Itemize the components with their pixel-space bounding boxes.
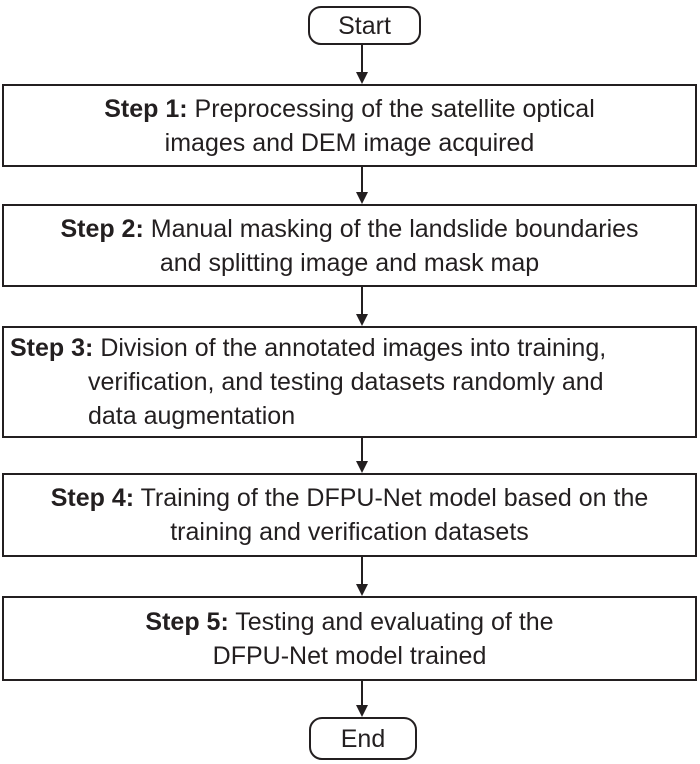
step-3-line-1: Step 3: Division of the annotated images… <box>4 331 695 365</box>
step-1-line-1: Step 1: Preprocessing of the satellite o… <box>4 92 695 126</box>
arrow-head-icon <box>355 314 368 326</box>
step-4-line-2: training and verification datasets <box>170 518 529 546</box>
end-node: End <box>309 717 417 760</box>
arrow-shaft <box>360 287 364 315</box>
step-2-line-1: Step 2: Manual masking of the landslide … <box>4 212 695 246</box>
step-1-text-1: Preprocessing of the satellite optical <box>194 94 595 123</box>
start-node: Start <box>308 6 421 45</box>
step-3-box: Step 3: Division of the annotated images… <box>2 326 697 438</box>
step-2-text-1: Manual masking of the landslide boundari… <box>150 214 639 243</box>
arrow-head-icon <box>355 705 368 717</box>
step-5-text-1: Testing and evaluating of the <box>235 607 554 636</box>
step-1-line-2: images and DEM image acquired <box>164 128 535 157</box>
arrow-shaft <box>360 167 364 193</box>
arrow-shaft <box>360 438 364 462</box>
step-2-box: Step 2: Manual masking of the landslide … <box>2 204 697 287</box>
step-5-line-1: Step 5: Testing and evaluating of the <box>4 605 695 639</box>
arrow-head-icon <box>355 72 368 84</box>
step-4-line-1: Step 4: Training of the DFPU-Net model b… <box>4 481 695 515</box>
step-5-line-2: DFPU-Net model trained <box>212 641 487 670</box>
arrow-shaft <box>360 45 364 73</box>
arrow-head-icon <box>355 461 368 473</box>
flow-arrow-5 <box>355 557 369 596</box>
step-3-line-2: verification, and testing datasets rando… <box>88 368 604 396</box>
end-label: End <box>340 724 386 753</box>
step-3-label: Step 3: <box>10 334 94 362</box>
flow-arrow-3 <box>355 287 369 326</box>
arrow-shaft <box>360 681 364 706</box>
step-3-line-3: data augmentation <box>88 402 296 430</box>
arrow-shaft <box>360 557 364 585</box>
start-label: Start <box>338 11 391 40</box>
flow-arrow-2 <box>355 167 369 204</box>
step-5-label: Step 5: <box>145 607 229 636</box>
step-4-text-1: Training of the DFPU-Net model based on … <box>140 484 649 512</box>
step-4-box: Step 4: Training of the DFPU-Net model b… <box>2 473 697 557</box>
step-5-box: Step 5: Testing and evaluating of the DF… <box>2 596 697 681</box>
step-4-label: Step 4: <box>50 484 135 512</box>
flow-arrow-4 <box>355 438 369 473</box>
step-2-label: Step 2: <box>60 214 144 243</box>
step-2-line-2: and splitting image and mask map <box>159 248 540 277</box>
flow-arrow-1 <box>355 45 369 84</box>
flow-arrow-6 <box>355 681 369 717</box>
step-3-text-1: Division of the annotated images into tr… <box>100 334 607 362</box>
step-1-box: Step 1: Preprocessing of the satellite o… <box>2 84 697 167</box>
arrow-head-icon <box>355 192 368 204</box>
step-1-label: Step 1: <box>104 94 188 123</box>
arrow-head-icon <box>355 584 368 596</box>
